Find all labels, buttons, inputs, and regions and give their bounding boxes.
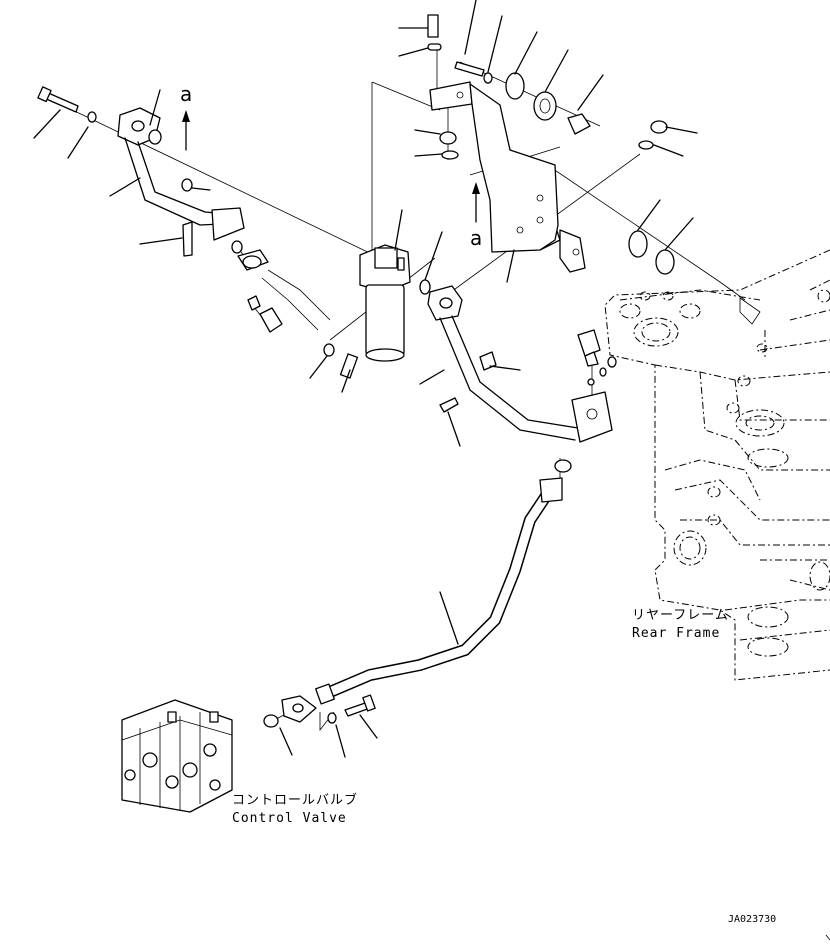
rear-frame-label-en: Rear Frame: [632, 626, 721, 641]
callout-leaders: [33, 0, 698, 758]
right-tube-assembly: [427, 285, 617, 473]
drawing-code: JA023730: [728, 914, 777, 925]
control-valve-label-jp: コントロールバルブ: [232, 793, 359, 808]
left-tube-assembly: [37, 86, 331, 333]
control-valve: [121, 699, 233, 813]
hydraulic-hose: [263, 477, 563, 728]
corner-mark: [825, 934, 830, 941]
view-arrows: [182, 110, 480, 223]
rear-frame-label-jp: リヤーフレーム: [632, 608, 729, 623]
view-marker-right: a: [470, 226, 483, 250]
filter-bracket: [427, 14, 675, 275]
control-valve-label-en: Control Valve: [232, 811, 347, 826]
view-marker-left: a: [180, 82, 193, 106]
hydraulic-filter: [323, 244, 431, 379]
